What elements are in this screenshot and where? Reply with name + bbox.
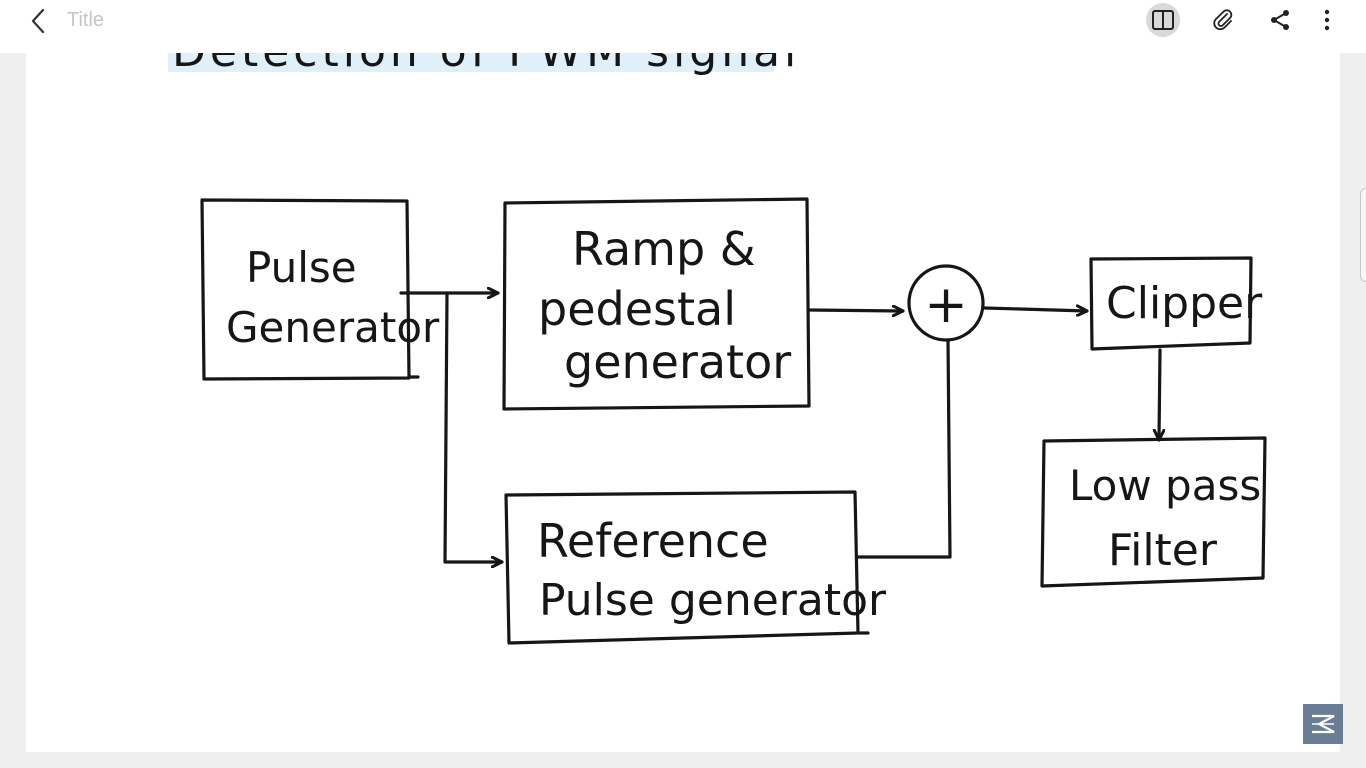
arrow-ramp-to-summer [808,310,905,311]
arrow-summer-to-clipper [983,308,1089,311]
reference-label-line2: Pulse generator [539,575,887,626]
clipper-box [1089,256,1253,351]
arrow-clipper-to-filter [1159,348,1160,442]
scroll-handle[interactable] [1360,188,1366,282]
low-pass-box [1040,436,1267,588]
ramp-label-line2: pedestal [538,282,736,336]
back-button[interactable] [22,7,54,35]
back-chevron-icon [31,8,45,34]
note-canvas[interactable] [26,53,1340,752]
reference-pulse-box [504,490,870,645]
line-reference-to-summer [856,338,952,559]
reading-mode-button[interactable] [1146,3,1180,37]
pulse-label-line1: Pulse [246,243,357,292]
arrow-pulse-to-reference [443,291,504,562]
ramp-label-line1: Ramp & [572,222,756,276]
book-open-icon [1152,10,1174,30]
summer-circle [907,264,985,342]
top-toolbar: Title [0,0,1366,53]
pulse-label-line2: Generator [226,303,440,352]
lowpass-label-line1: Low pass [1069,461,1261,510]
paperclip-icon [1213,9,1233,31]
lowpass-label-line2: Filter [1108,525,1218,576]
more-vertical-icon [1324,9,1330,31]
share-button[interactable] [1263,3,1297,37]
logo-mark-icon [1312,714,1335,734]
more-options-button[interactable] [1310,3,1344,37]
ramp-label-line3: generator [564,335,791,389]
note-title[interactable]: Title [67,9,105,31]
heading-text: Detection of PWM signal [172,26,800,77]
clipper-label: Clipper [1106,278,1263,329]
reference-label-line1: Reference [537,514,769,568]
ramp-pedestal-box [502,197,811,411]
summer-plus: + [924,275,968,335]
share-icon [1271,10,1289,30]
channel-logo [1303,704,1343,744]
attach-button[interactable] [1206,3,1240,37]
pulse-generator-box [200,198,420,381]
